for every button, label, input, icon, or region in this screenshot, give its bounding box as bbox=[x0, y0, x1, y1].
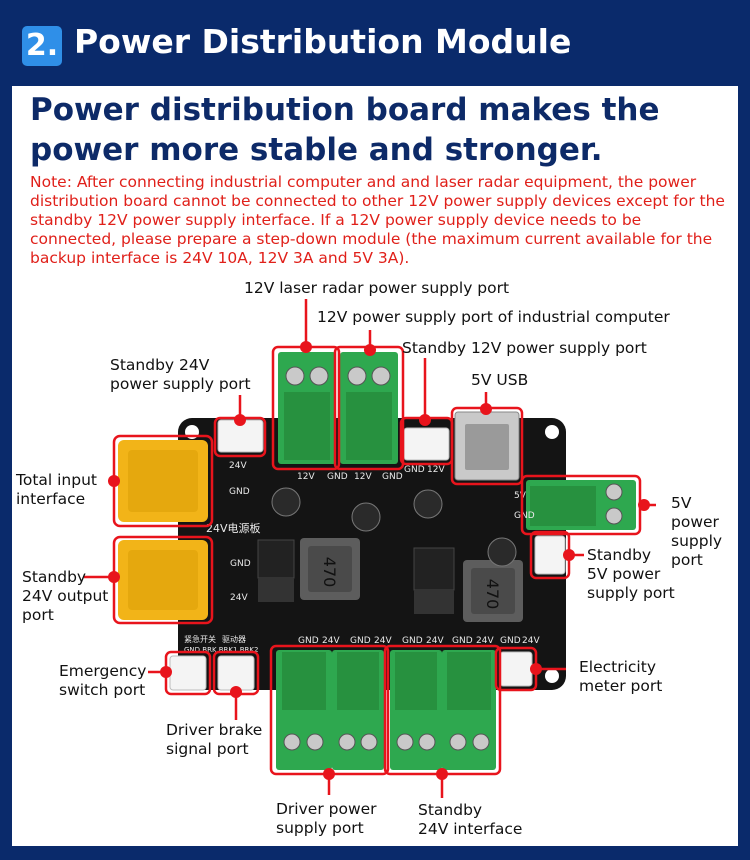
silk-driver: 驱动器 bbox=[222, 634, 246, 644]
label-standby-24v-interface-1: Standby bbox=[418, 801, 483, 819]
label-5v-4: port bbox=[671, 551, 703, 569]
inductor-marking: 470 bbox=[483, 579, 502, 610]
regulator-chip bbox=[413, 547, 455, 591]
header-bar: 2. Power Distribution Module bbox=[0, 0, 750, 86]
silk-24v: 24V bbox=[230, 593, 248, 603]
silk-5v: 5V bbox=[514, 491, 527, 501]
silk-bottom-8: GND bbox=[500, 636, 521, 646]
label-emergency-2: switch port bbox=[59, 681, 146, 699]
silk-12v: 12V bbox=[427, 465, 445, 475]
xt60-input-connector bbox=[118, 440, 208, 522]
label-24v-output-2: 24V output bbox=[22, 587, 109, 605]
label-emergency-1: Emergency bbox=[59, 662, 147, 680]
silk-gnd: GND bbox=[229, 487, 250, 497]
label-standby-24v-interface-2: 24V interface bbox=[418, 820, 523, 838]
section-title: Power Distribution Module bbox=[74, 22, 572, 61]
label-total-input-1: Total input bbox=[16, 471, 97, 489]
silk-bottom-9: 24V bbox=[522, 636, 540, 646]
regulator-chip bbox=[257, 539, 295, 579]
silk-bottom-4: GND bbox=[402, 636, 423, 646]
silk-gnd: GND bbox=[404, 465, 425, 475]
label-5v-1: 5V bbox=[671, 494, 692, 512]
jst-port bbox=[403, 427, 450, 461]
label-standby-12v: Standby 12V power supply port bbox=[402, 339, 647, 357]
terminal-block-industrial-pc bbox=[340, 352, 398, 464]
silk-gnd: GND bbox=[382, 472, 403, 482]
warning-note: Note: After connecting industrial comput… bbox=[30, 173, 725, 267]
label-driver-power-1: Driver power bbox=[276, 800, 377, 818]
mount-hole bbox=[545, 669, 559, 683]
label-standby-5v-2: 5V power bbox=[587, 565, 661, 583]
label-5v-2: power bbox=[671, 513, 719, 531]
label-24v-output-3: port bbox=[22, 606, 54, 624]
label-electricity-2: meter port bbox=[579, 677, 663, 695]
silk-gnd: GND bbox=[327, 472, 348, 482]
silk-bottom-5: 24V bbox=[426, 636, 444, 646]
silk-bottom-0: GND bbox=[298, 636, 319, 646]
silk-emergency: 紧急开关 bbox=[184, 634, 216, 644]
silk-gnd: GND bbox=[230, 559, 251, 569]
jst-port bbox=[499, 651, 533, 687]
board-name: 24V电源板 bbox=[206, 521, 261, 535]
section-number-badge: 2. bbox=[22, 26, 62, 66]
label-total-input-2: interface bbox=[16, 490, 86, 508]
label-driver-brake-2: signal port bbox=[166, 740, 249, 758]
jst-port bbox=[534, 535, 566, 575]
silk-bottom-1: 24V bbox=[322, 636, 340, 646]
inductor-marking: 470 bbox=[320, 557, 339, 588]
silk-bottom-7: 24V bbox=[476, 636, 494, 646]
label-standby-24v-1: Standby 24V bbox=[110, 356, 210, 374]
silk-bottom-2: GND bbox=[350, 636, 371, 646]
label-usb-5v: 5V USB bbox=[471, 371, 529, 389]
label-standby-24v-2: power supply port bbox=[110, 375, 251, 393]
headline: Power distribution board makes the power… bbox=[30, 92, 660, 168]
jst-port bbox=[217, 655, 255, 691]
silk-pins: GND BRK BRK1 BRK2 bbox=[184, 646, 258, 654]
terminal-block-laser bbox=[278, 352, 336, 464]
jst-port bbox=[169, 655, 207, 691]
label-24v-output-1: Standby bbox=[22, 568, 87, 586]
silk-gnd: GND bbox=[514, 511, 535, 521]
label-standby-5v-1: Standby bbox=[587, 546, 652, 564]
mount-hole bbox=[545, 425, 559, 439]
label-5v-3: supply bbox=[671, 532, 723, 550]
label-industrial-pc: 12V power supply port of industrial comp… bbox=[317, 308, 670, 326]
silk-bottom-3: 24V bbox=[374, 636, 392, 646]
silk-12v: 12V bbox=[297, 472, 315, 482]
label-laser-radar: 12V laser radar power supply port bbox=[244, 279, 510, 297]
terminal-block-standby-24v bbox=[390, 650, 496, 770]
terminal-block-5v bbox=[526, 480, 636, 530]
terminal-block-driver-power bbox=[276, 650, 384, 770]
silk-12v: 12V bbox=[354, 472, 372, 482]
silk-24v: 24V bbox=[229, 461, 247, 471]
label-electricity-1: Electricity bbox=[579, 658, 656, 676]
label-standby-5v-3: supply port bbox=[587, 584, 675, 602]
label-driver-brake-1: Driver brake bbox=[166, 721, 263, 739]
silk-bottom-6: GND bbox=[452, 636, 473, 646]
label-driver-power-2: supply port bbox=[276, 819, 364, 837]
xt60-output-connector bbox=[118, 540, 208, 620]
